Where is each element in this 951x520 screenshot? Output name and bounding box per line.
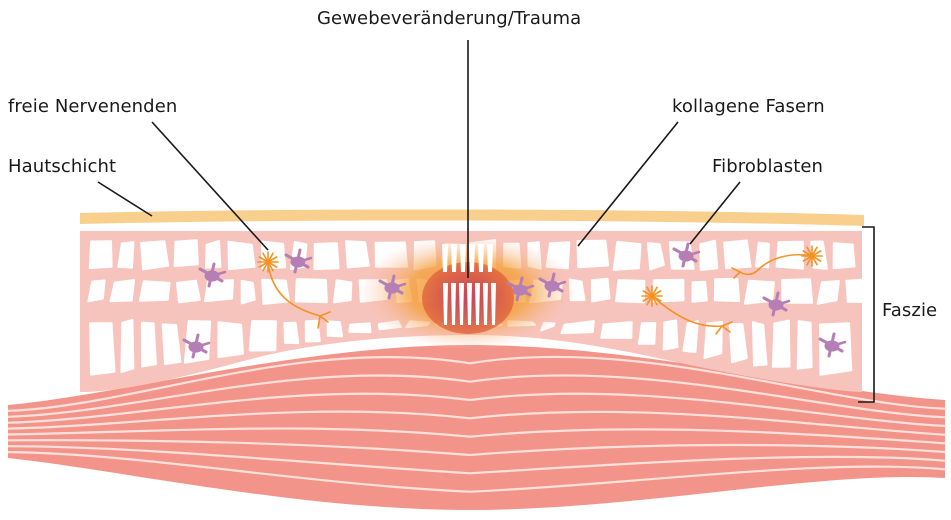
collagen-gap bbox=[140, 281, 170, 301]
label-skin-layer: Hautschicht bbox=[8, 158, 116, 176]
collagen-gap bbox=[328, 321, 342, 336]
collagen-gap bbox=[218, 322, 243, 357]
trauma-gap bbox=[460, 244, 466, 272]
collagen-gap bbox=[142, 323, 156, 367]
collagen-gap bbox=[700, 241, 717, 270]
trauma-gap bbox=[478, 244, 484, 272]
trauma-gap bbox=[487, 244, 493, 272]
label-trauma: Gewebeveränderung/Trauma bbox=[317, 10, 581, 28]
collagen-gap bbox=[306, 321, 320, 342]
collagen-gap bbox=[724, 241, 750, 269]
skin-layer bbox=[80, 209, 864, 226]
collagen-gap bbox=[250, 321, 276, 350]
collagen-gap bbox=[349, 323, 370, 332]
leader-line-collagen bbox=[578, 122, 678, 246]
collagen-gap bbox=[262, 280, 289, 304]
collagen-gap bbox=[614, 242, 641, 270]
collagen-gap bbox=[177, 281, 200, 303]
collagen-gap bbox=[818, 281, 839, 304]
collagen-gap bbox=[715, 279, 739, 301]
collagen-gap bbox=[782, 279, 812, 303]
trauma-gap bbox=[451, 244, 457, 272]
collagen-gap bbox=[578, 241, 609, 267]
label-fascia: Faszie bbox=[882, 302, 937, 320]
label-collagen-fibers: kollagene Fasern bbox=[672, 98, 825, 116]
collagen-gap bbox=[90, 323, 114, 374]
collagen-gap bbox=[798, 321, 812, 369]
label-free-nerve-endings: freie Nervenenden bbox=[8, 98, 177, 116]
collagen-gap bbox=[296, 279, 327, 302]
collagen-gap bbox=[121, 320, 133, 372]
collagen-gap bbox=[118, 242, 133, 268]
collagen-gap bbox=[141, 241, 168, 269]
collagen-gap bbox=[592, 279, 610, 302]
collagen-gap bbox=[334, 280, 351, 302]
collagen-gap bbox=[111, 280, 135, 301]
collagen-gap bbox=[315, 243, 339, 269]
collagen-gap bbox=[346, 241, 369, 267]
collagen-gap bbox=[616, 280, 644, 302]
collagen-gap bbox=[705, 322, 722, 358]
skin-band bbox=[80, 209, 864, 226]
trauma-gap bbox=[469, 244, 475, 272]
collagen-gap bbox=[846, 280, 869, 302]
collagen-gap bbox=[88, 281, 104, 302]
label-fibroblasts: Fibroblasten bbox=[712, 158, 823, 176]
collagen-gap bbox=[692, 282, 707, 302]
leader-line-skin bbox=[98, 182, 152, 216]
collagen-gap bbox=[242, 281, 255, 304]
collagen-gap bbox=[639, 323, 655, 344]
leader-line-nerves bbox=[152, 122, 268, 250]
collagen-gap bbox=[664, 321, 678, 350]
collagen-gap bbox=[753, 322, 767, 365]
collagen-gap bbox=[90, 241, 112, 268]
collagen-gap bbox=[229, 242, 255, 269]
collagen-gap bbox=[834, 243, 855, 268]
collagen-gap bbox=[284, 323, 298, 343]
collagen-gap bbox=[601, 322, 631, 338]
collagen-gap bbox=[175, 240, 198, 266]
trauma-gap bbox=[442, 244, 448, 272]
collagen-gap bbox=[773, 321, 790, 367]
